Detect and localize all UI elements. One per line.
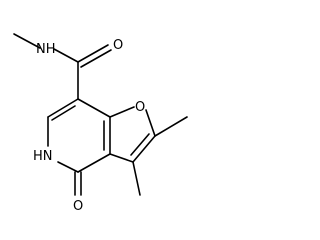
bond-c7-c6 [47, 98, 79, 118]
chemical-structure-diagram: NH O O HN O [13, 33, 188, 214]
atom-label-ring-nh: HN [33, 149, 53, 164]
bond-nh-carbonyl [53, 48, 79, 63]
bond-c7a-ofuran [109, 106, 135, 118]
bond-c2-c3-inner [130, 133, 150, 156]
bond-c3-c3a [109, 153, 134, 163]
bond-carbonyl-o-b [80, 49, 112, 68]
bond-methyl-nh [13, 33, 41, 49]
atom-label-nh: NH [36, 42, 56, 57]
bond-ofuran-c2 [145, 109, 156, 137]
bond-carbonyl-o-a [77, 44, 109, 63]
bond-c2-c3 [132, 135, 156, 163]
atom-label-ketone-oxygen: O [73, 199, 83, 214]
atom-label-amide-oxygen: O [113, 38, 123, 53]
bond-c3-methyl [132, 161, 141, 196]
bond-c7-c6-inner [51, 105, 76, 121]
bond-n5-c4 [57, 161, 79, 173]
atom-label-furan-oxygen: O [135, 100, 145, 115]
bond-c4-c3a [77, 153, 111, 173]
bond-c7-c7a [77, 98, 111, 118]
bond-c2-methyl [154, 116, 188, 137]
